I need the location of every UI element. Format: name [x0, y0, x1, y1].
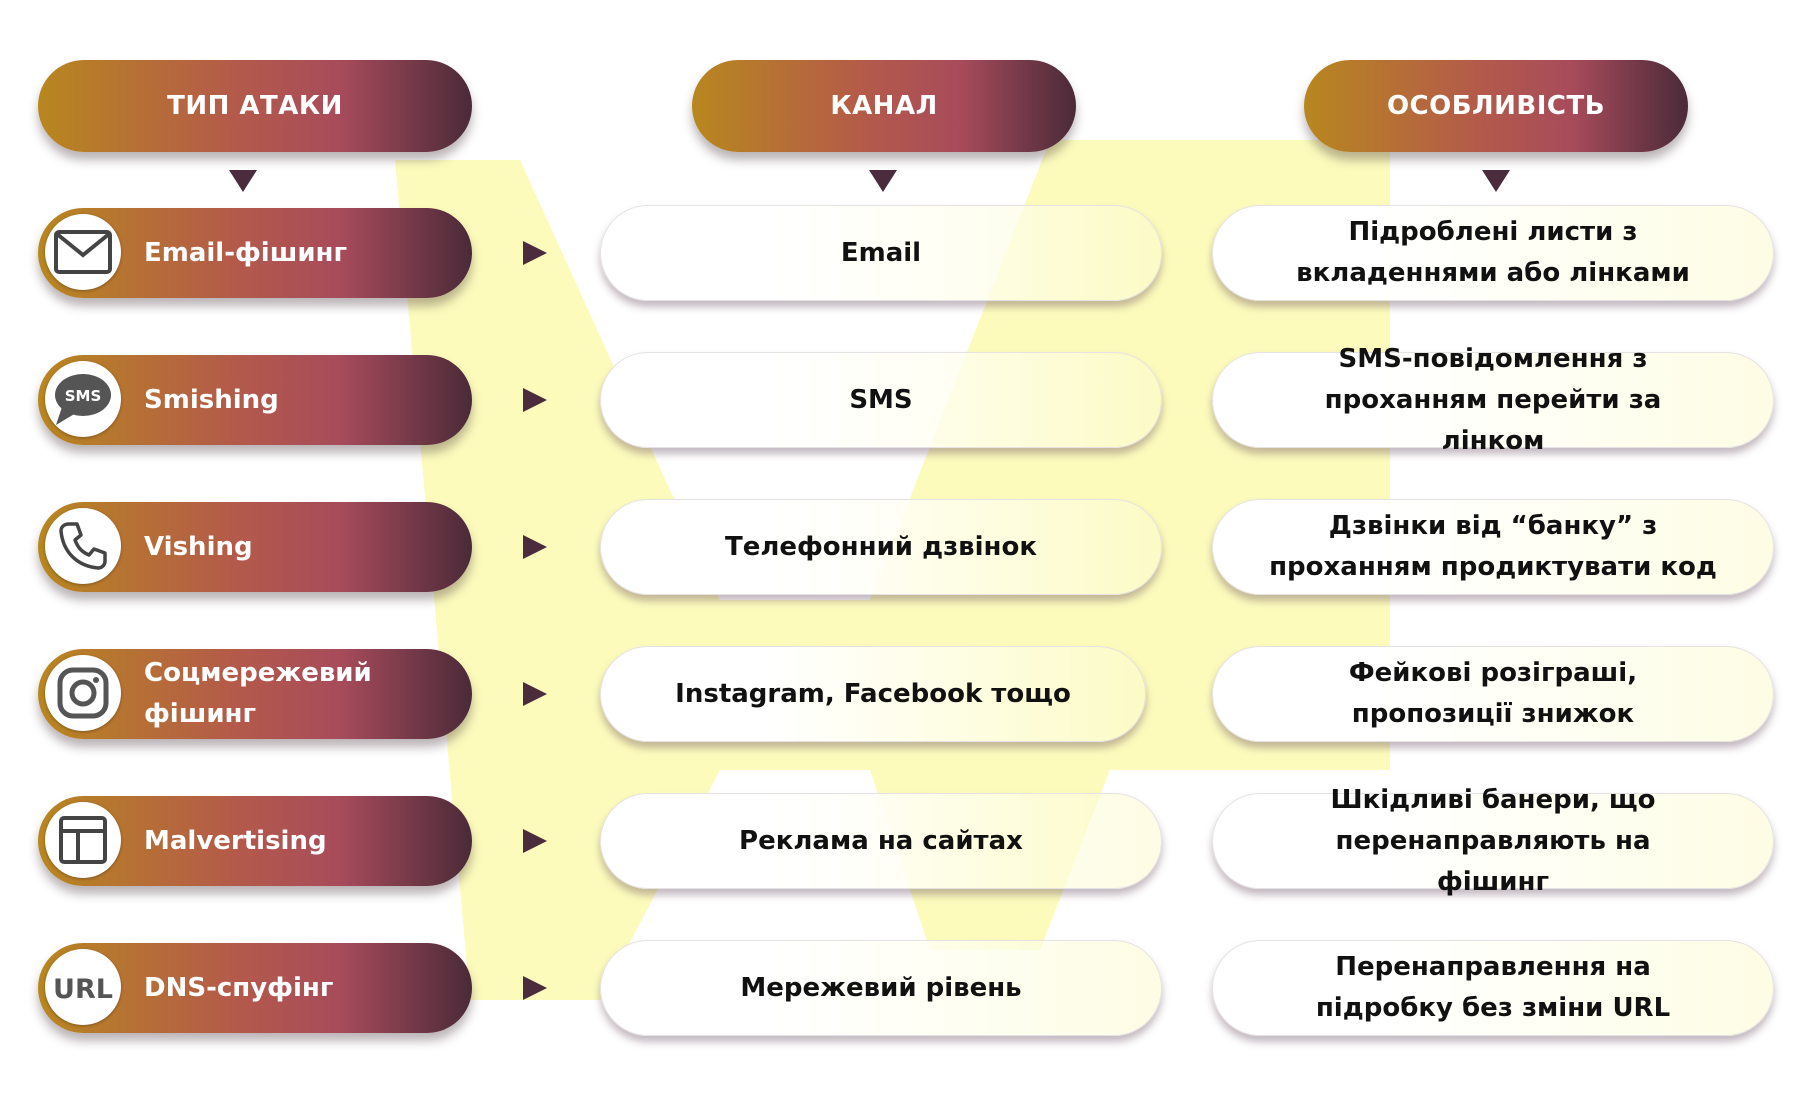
- header-attack-type-label: ТИП АТАКИ: [167, 91, 343, 121]
- url-icon-text: URL: [53, 974, 113, 1005]
- channel-label: SMS: [849, 384, 913, 415]
- channel-label: Мережевий рівень: [740, 972, 1022, 1003]
- channel-pill: Email: [600, 205, 1162, 301]
- envelope-icon: [45, 214, 121, 290]
- url-icon: URL: [45, 949, 121, 1025]
- attack-type-pill: Malvertising: [38, 796, 472, 886]
- attack-type-pill: Email-фішинг: [38, 208, 472, 298]
- attack-type-pill: SMS Smishing: [38, 355, 472, 445]
- channel-label: Реклама на сайтах: [739, 825, 1023, 856]
- feature-pill: Перенаправлення на підробку без зміни UR…: [1212, 940, 1774, 1036]
- feature-pill: Шкідливі банери, що перенаправляють на ф…: [1212, 785, 1774, 897]
- channel-pill: Реклама на сайтах: [600, 793, 1162, 889]
- header-attack-type: ТИП АТАКИ: [38, 60, 472, 152]
- feature-pill: Підроблені листи з вкладеннями або лінка…: [1212, 205, 1774, 301]
- down-arrow-feature: [1482, 170, 1510, 192]
- row-arrow: [523, 535, 547, 559]
- row-arrow: [523, 388, 547, 412]
- down-arrow-attack-type: [229, 170, 257, 192]
- feature-label: Підроблені листи з вкладеннями або лінка…: [1296, 217, 1690, 288]
- phone-icon: [45, 508, 121, 584]
- attack-type-label: Smishing: [144, 384, 279, 415]
- header-feature-label: ОСОБЛИВІСТЬ: [1386, 91, 1606, 121]
- row-arrow: [523, 682, 547, 706]
- attack-type-label: Malvertising: [144, 825, 327, 856]
- channel-pill: Телефонний дзвінок: [600, 499, 1162, 595]
- attack-type-pill: Vishing: [38, 502, 472, 592]
- channel-label: Instagram, Facebook тощо: [675, 678, 1071, 709]
- channel-pill: SMS: [600, 352, 1162, 448]
- header-channel: КАНАЛ: [692, 60, 1076, 152]
- row-arrow: [523, 241, 547, 265]
- feature-label: SMS-повідомлення з проханням перейти за …: [1324, 343, 1662, 456]
- feature-label: Перенаправлення на підробку без зміни UR…: [1315, 952, 1671, 1023]
- instagram-icon: [45, 655, 121, 731]
- attack-type-label: DNS-спуфінг: [144, 972, 334, 1003]
- channel-pill: Мережевий рівень: [600, 940, 1162, 1036]
- feature-pill: Фейкові розіграші, пропозиції знижок: [1212, 646, 1774, 742]
- sms-bubble-icon: SMS: [45, 361, 121, 437]
- feature-label: Шкідливі банери, що перенаправляють на ф…: [1330, 784, 1656, 897]
- browser-layout-icon: [45, 802, 121, 878]
- attack-type-label: Соцмережевий фішинг: [144, 658, 372, 729]
- row-arrow: [523, 976, 547, 1000]
- feature-label: Дзвінки від “банку” з проханням продикту…: [1269, 511, 1717, 582]
- header-feature: ОСОБЛИВІСТЬ: [1304, 60, 1688, 152]
- channel-label: Телефонний дзвінок: [724, 531, 1038, 562]
- down-arrow-channel: [869, 170, 897, 192]
- header-channel-label: КАНАЛ: [830, 91, 938, 121]
- attack-type-pill: URL DNS-спуфінг: [38, 943, 472, 1033]
- feature-label: Фейкові розіграші, пропозиції знижок: [1348, 658, 1638, 729]
- attack-type-label: Email-фішинг: [144, 237, 348, 268]
- attack-type-pill: Соцмережевий фішинг: [38, 649, 472, 739]
- sms-icon-text: SMS: [65, 387, 102, 405]
- attack-type-label: Vishing: [144, 531, 253, 562]
- feature-pill: Дзвінки від “банку” з проханням продикту…: [1212, 499, 1774, 595]
- row-arrow: [523, 829, 547, 853]
- channel-label: Email: [840, 237, 922, 268]
- channel-pill: Instagram, Facebook тощо: [600, 646, 1146, 742]
- feature-pill: SMS-повідомлення з проханням перейти за …: [1212, 344, 1774, 456]
